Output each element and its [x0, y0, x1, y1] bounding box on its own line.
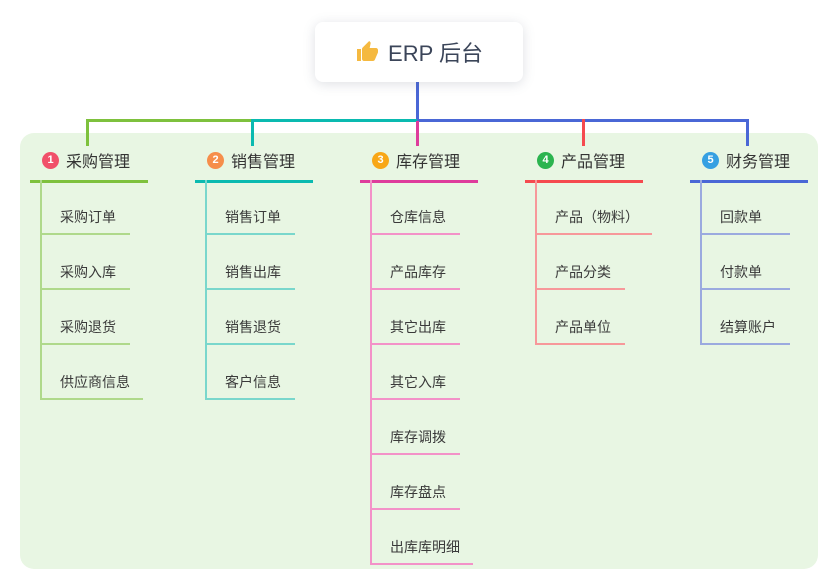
branch-drop-line — [86, 119, 89, 146]
child-label: 产品（物料） — [555, 209, 639, 225]
branch-node[interactable]: 5 财务管理 — [690, 148, 808, 183]
branch-title: 采购管理 — [66, 154, 131, 171]
child-label: 采购入库 — [60, 264, 116, 280]
child-node[interactable]: 产品库存 — [372, 235, 460, 290]
branch-children: 采购订单采购入库采购退货供应商信息 — [40, 180, 143, 400]
child-node[interactable]: 销售出库 — [207, 235, 295, 290]
branch: 4 产品管理产品（物料） 产品分类产品单位 — [525, 148, 652, 345]
child-node[interactable]: 出库库明细 — [372, 510, 473, 565]
child-label: 客户信息 — [225, 374, 281, 390]
branch-drop-line — [746, 119, 749, 146]
child-node[interactable]: 库存调拨 — [372, 400, 460, 455]
child-node[interactable]: 其它入库 — [372, 345, 460, 400]
child-node[interactable]: 采购入库 — [42, 235, 130, 290]
child-node[interactable]: 采购退货 — [42, 290, 130, 345]
child-node[interactable]: 产品单位 — [537, 290, 625, 345]
child-label: 其它出库 — [390, 319, 446, 335]
root-node[interactable]: ERP 后台 — [315, 22, 523, 82]
branch-bus-segment — [252, 119, 417, 122]
child-label: 结算账户 — [720, 319, 776, 335]
child-node[interactable]: 供应商信息 — [42, 345, 143, 400]
child-label: 回款单 — [720, 209, 762, 225]
root-title: ERP 后台 — [388, 41, 483, 66]
branch-drop-line — [582, 119, 585, 146]
child-node[interactable]: 结算账户 — [702, 290, 790, 345]
branch-children: 仓库信息产品库存其它出库其它入库库存调拨库存盘点出库库明细 — [370, 180, 473, 565]
branch-children: 产品（物料） 产品分类产品单位 — [535, 180, 652, 345]
child-node[interactable]: 回款单 — [702, 180, 790, 235]
child-label: 采购订单 — [60, 209, 116, 225]
branch-node[interactable]: 1 采购管理 — [30, 148, 148, 183]
branch-drop-line — [251, 119, 254, 146]
branch-children: 回款单付款单结算账户 — [700, 180, 790, 345]
child-node[interactable]: 仓库信息 — [372, 180, 460, 235]
branch-number-badge: 2 — [207, 151, 224, 169]
child-node[interactable]: 销售订单 — [207, 180, 295, 235]
branch-number-badge: 5 — [702, 151, 719, 169]
child-node[interactable]: 库存盘点 — [372, 455, 460, 510]
child-label: 产品单位 — [555, 319, 611, 335]
branch-title: 财务管理 — [726, 154, 791, 171]
child-label: 库存盘点 — [390, 484, 446, 500]
branch-children: 销售订单销售出库销售退货客户信息 — [205, 180, 295, 400]
child-label: 出库库明细 — [390, 539, 460, 555]
branch-number-badge: 4 — [537, 151, 554, 169]
child-label: 供应商信息 — [60, 374, 130, 390]
branch-title: 产品管理 — [561, 154, 626, 171]
child-label: 库存调拨 — [390, 429, 446, 445]
child-node[interactable]: 其它出库 — [372, 290, 460, 345]
branch-title: 库存管理 — [396, 154, 461, 171]
child-node[interactable]: 产品分类 — [537, 235, 625, 290]
branch: 3 库存管理仓库信息产品库存其它出库其它入库库存调拨库存盘点出库库明细 — [360, 148, 478, 565]
branch-bus-segment — [86, 119, 252, 122]
branch-title: 销售管理 — [231, 154, 296, 171]
child-label: 产品库存 — [390, 264, 446, 280]
child-node[interactable]: 采购订单 — [42, 180, 130, 235]
child-node[interactable]: 客户信息 — [207, 345, 295, 400]
branch: 2 销售管理销售订单销售出库销售退货客户信息 — [195, 148, 313, 400]
child-label: 付款单 — [720, 264, 762, 280]
mindmap-panel — [20, 133, 818, 569]
child-node[interactable]: 销售退货 — [207, 290, 295, 345]
child-label: 销售订单 — [225, 209, 281, 225]
branch-node[interactable]: 2 销售管理 — [195, 148, 313, 183]
child-label: 销售退货 — [225, 319, 281, 335]
thumbs-up-icon — [357, 41, 379, 61]
branch-number-badge: 1 — [42, 151, 59, 169]
child-label: 产品分类 — [555, 264, 611, 280]
branch: 1 采购管理采购订单采购入库采购退货供应商信息 — [30, 148, 148, 400]
child-label: 其它入库 — [390, 374, 446, 390]
child-node[interactable]: 产品（物料） — [537, 180, 652, 235]
branch: 5 财务管理回款单付款单结算账户 — [690, 148, 808, 345]
child-label: 仓库信息 — [390, 209, 446, 225]
branch-drop-line — [416, 121, 419, 146]
trunk-line — [416, 82, 419, 122]
branch-number-badge: 3 — [372, 151, 389, 169]
child-label: 采购退货 — [60, 319, 116, 335]
branch-node[interactable]: 4 产品管理 — [525, 148, 643, 183]
child-node[interactable]: 付款单 — [702, 235, 790, 290]
child-label: 销售出库 — [225, 264, 281, 280]
branch-node[interactable]: 3 库存管理 — [360, 148, 478, 183]
